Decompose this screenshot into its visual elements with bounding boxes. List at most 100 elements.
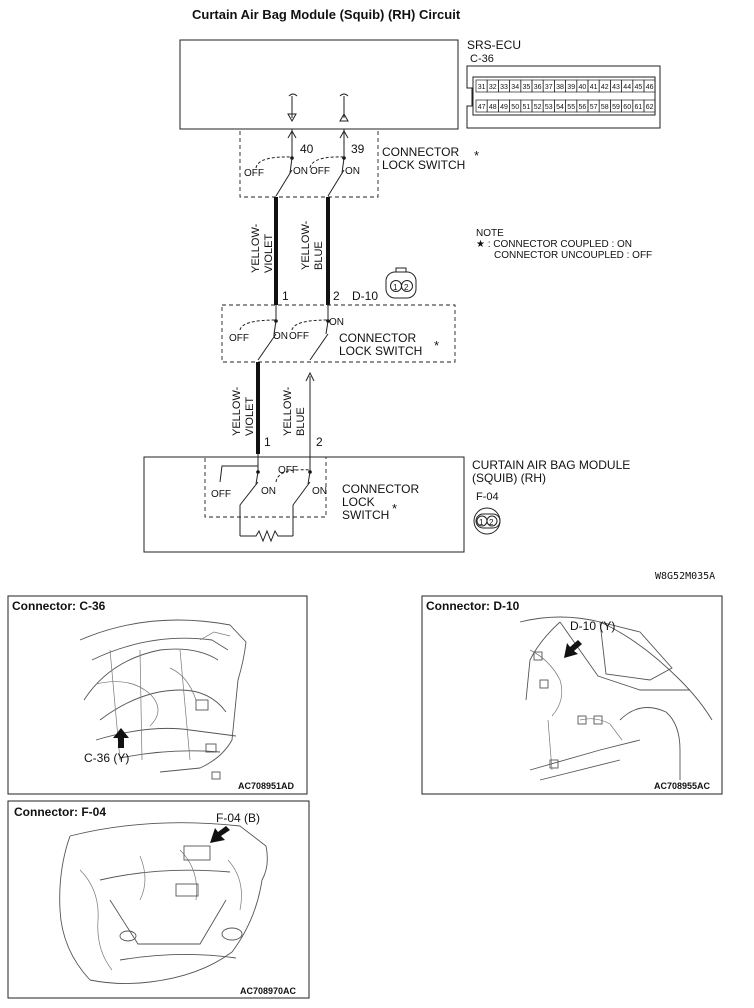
c36-pin-cell (643, 99, 656, 113)
c36-pin-number: 34 (511, 84, 519, 91)
srs-ecu-box (179, 39, 459, 130)
diagram-title: Curtain Air Bag Module (Squib) (RH) Circ… (192, 7, 461, 22)
f04-connector-face: 1 2 (473, 507, 501, 535)
c36-pin-number: 45 (635, 84, 643, 91)
c36-pin-number: 46 (646, 84, 654, 91)
ecu-connector-id: C-36 (470, 53, 494, 65)
c36-pin-number: 56 (579, 104, 587, 111)
ecu-switch-off-right: OFF (310, 166, 330, 177)
module-connector-id: F-04 (476, 491, 499, 503)
module-lock-label-1: CONNECTOR (342, 482, 419, 496)
wire-label-lower-left-2: VIOLET (244, 397, 256, 436)
ecu-switch-on-left: ON (293, 166, 308, 177)
c36-pin-number: 52 (534, 104, 542, 111)
module-switch-off-right: OFF (278, 465, 298, 476)
module-name-line-1: CURTAIN AIR BAG MODULE (472, 458, 630, 472)
module-lock-label-3: SWITCH (342, 508, 389, 522)
c36-pin-cell (643, 79, 656, 93)
ecu-name: SRS-ECU (467, 38, 521, 52)
ecu-terminal-left (287, 93, 298, 123)
panel-d10 (421, 595, 723, 795)
ecu-switch-off-left: OFF (244, 168, 264, 179)
module-switch-on-left: ON (261, 486, 276, 497)
note-line-1: ★ : CONNECTOR COUPLED : ON (476, 239, 632, 250)
c36-pin-number: 50 (511, 104, 519, 111)
note-heading: NOTE (476, 228, 504, 239)
panel-c36 (7, 595, 308, 795)
module-lock-label-2: LOCK (342, 495, 375, 509)
d10-lock-switch-box (221, 304, 456, 363)
c36-pin-number: 35 (523, 84, 531, 91)
c36-pin-number: 61 (635, 104, 643, 111)
d10-switch-on-left: ON (273, 331, 288, 342)
svg-text:1: 1 (479, 518, 484, 527)
c36-pin-number: 31 (478, 84, 486, 91)
panel-d10-title: Connector: D-10 (426, 599, 520, 613)
ecu-pin-40: 40 (300, 142, 314, 156)
module-name-line-2: (SQUIB) (RH) (472, 471, 546, 485)
squib-resistor (240, 529, 293, 543)
figure-code: W8G52M035A (655, 571, 715, 582)
panel-c36-title: Connector: C-36 (12, 599, 106, 613)
c36-pin-number: 37 (545, 84, 553, 91)
wire-label-upper-left-2: VIOLET (263, 234, 275, 273)
c36-pin-number: 48 (489, 104, 497, 111)
wire-label-lower-right-2: BLUE (295, 407, 307, 436)
d10-switch-on-right: ON (329, 317, 344, 328)
ecu-terminal-right (339, 93, 349, 122)
c36-pin-number: 62 (646, 104, 654, 111)
ecu-pin-39: 39 (351, 142, 365, 156)
d10-lock-switch-star: * (434, 338, 439, 353)
c36-pin-number: 59 (612, 104, 620, 111)
ecu-lock-switch-label-1: CONNECTOR (382, 145, 459, 159)
c36-pin-number: 44 (623, 84, 631, 91)
module-pin-2: 2 (316, 435, 323, 449)
c36-pin-number: 47 (478, 104, 486, 111)
c36-pin-number: 33 (500, 84, 508, 91)
f04-arrow (210, 826, 230, 843)
c36-pin-number: 39 (567, 84, 575, 91)
d10-connector-face: 1 2 (385, 267, 417, 299)
d10-lock-switch-label-1: CONNECTOR (339, 331, 416, 345)
f04-trunk-sketch (59, 822, 268, 985)
d10-callout: D-10 (Y) (570, 619, 615, 633)
wire-label-upper-right-1: YELLOW- (300, 220, 312, 270)
module-lock-switch-box (204, 456, 327, 518)
ecu-lock-switch-box (239, 128, 379, 198)
c36-pin-number: 42 (601, 84, 609, 91)
c36-dashboard-sketch (79, 619, 247, 780)
module-switch-off-left: OFF (211, 489, 231, 500)
ecu-lock-switch-label-2: LOCK SWITCH (382, 158, 465, 172)
d10-image-code: AC708955AC (654, 781, 711, 791)
d10-connector-id: D-10 (352, 289, 378, 303)
d10-car-side-sketch (519, 616, 713, 781)
d10-switch-off-right: OFF (289, 331, 309, 342)
ecu-lock-switch-star: * (474, 148, 479, 163)
c36-pin-number: 40 (579, 84, 587, 91)
module-lock-star: * (392, 501, 397, 516)
c36-pin-number: 58 (601, 104, 609, 111)
c36-pin-number: 57 (590, 104, 598, 111)
c36-arrow (113, 728, 129, 748)
air-bag-module-box (143, 456, 465, 553)
c36-pin-number: 41 (590, 84, 598, 91)
c36-callout: C-36 (Y) (84, 751, 129, 765)
c36-pin-number: 43 (612, 84, 620, 91)
c36-pin-number: 49 (500, 104, 508, 111)
c36-pin-number: 53 (545, 104, 553, 111)
d10-arrow (564, 640, 582, 658)
svg-text:2: 2 (404, 283, 409, 292)
wire-label-upper-left-1: YELLOW- (250, 223, 262, 273)
svg-text:2: 2 (489, 518, 494, 527)
c36-pin-number: 51 (523, 104, 531, 111)
svg-text:1: 1 (393, 283, 398, 292)
c36-pin-number: 60 (623, 104, 631, 111)
c36-pin-number: 54 (556, 104, 564, 111)
wire-label-lower-right-1: YELLOW- (282, 386, 294, 436)
f04-image-code: AC708970AC (240, 986, 297, 996)
d10-pin-1: 1 (282, 289, 289, 303)
d10-switch-off-left: OFF (229, 333, 249, 344)
c36-pin-number: 32 (489, 84, 497, 91)
